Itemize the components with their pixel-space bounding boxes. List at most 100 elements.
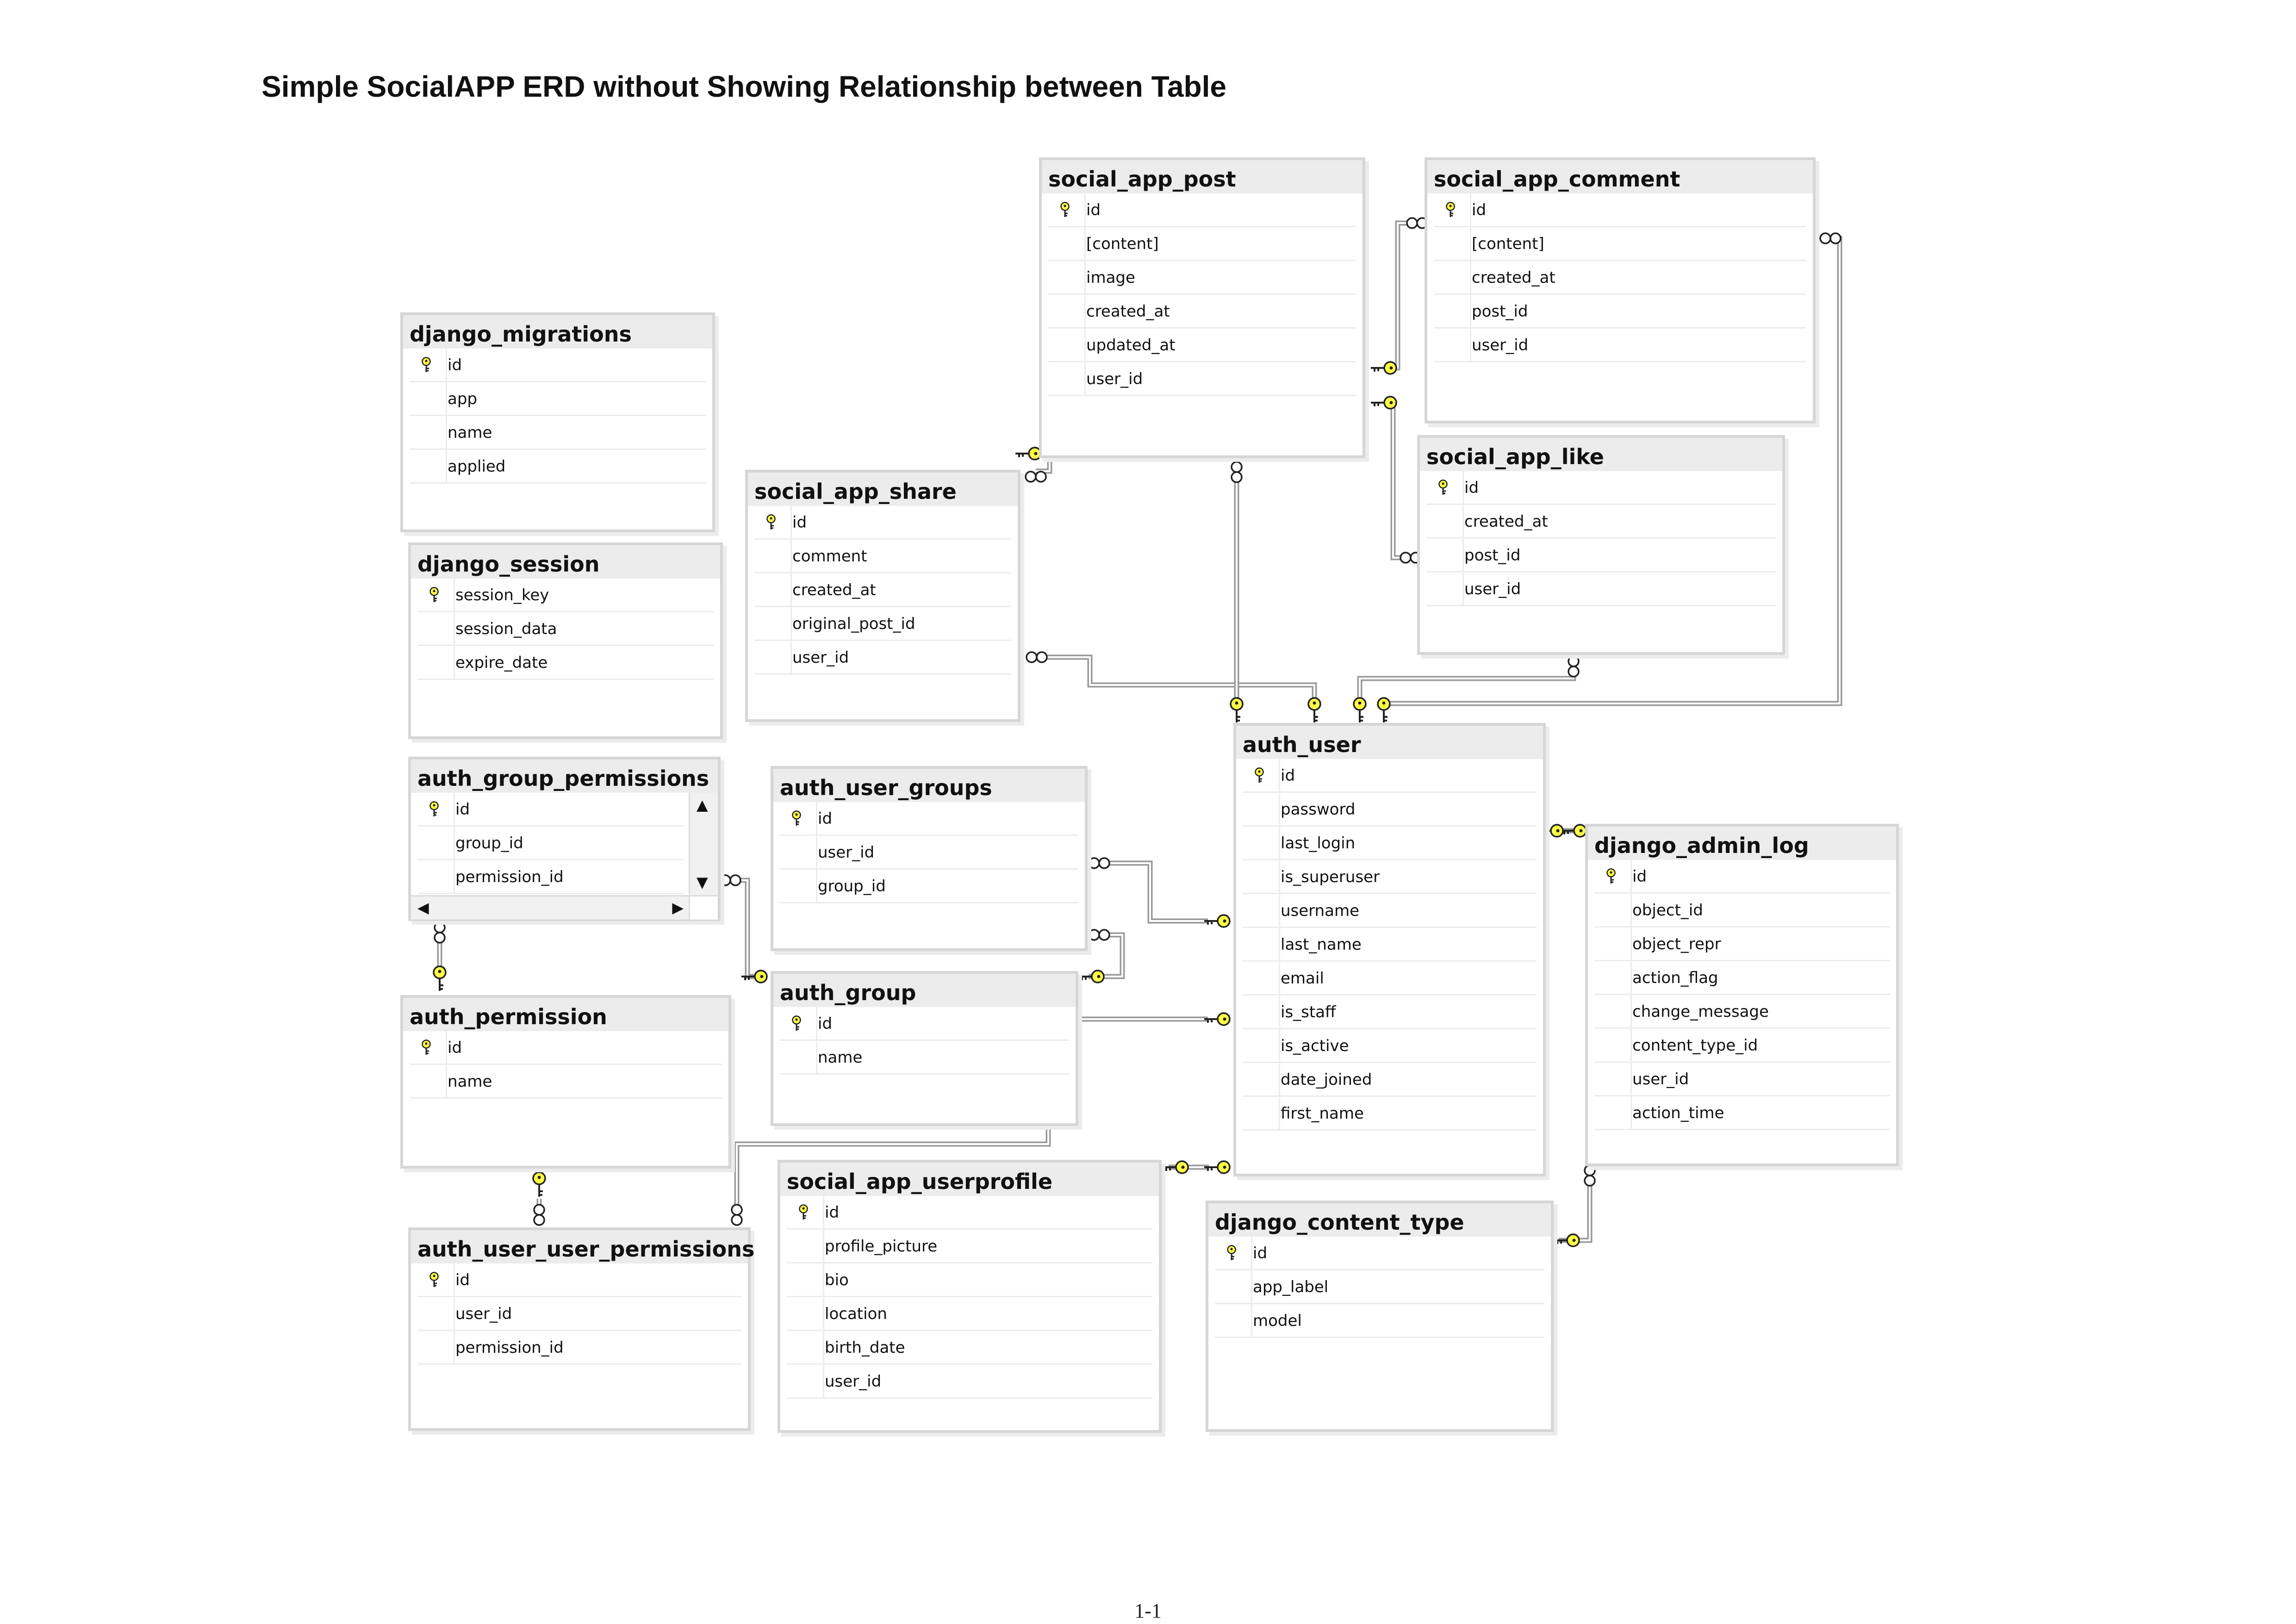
conn-comment-post[interactable]: [1371, 217, 1428, 375]
column-row[interactable]: action_flag: [1594, 961, 1890, 995]
column-row[interactable]: user_id: [1434, 329, 1806, 362]
horizontal-scrollbar[interactable]: ◀▶: [411, 895, 690, 920]
column-row[interactable]: created_at: [754, 573, 1011, 607]
column-row[interactable]: change_message: [1594, 995, 1890, 1029]
column-row[interactable]: image: [1048, 261, 1356, 295]
column-row[interactable]: id: [417, 1263, 741, 1297]
column-row[interactable]: id: [410, 348, 706, 382]
column-row[interactable]: id: [1243, 759, 1537, 793]
column-row[interactable]: profile_picture: [787, 1230, 1152, 1263]
column-row[interactable]: created_at: [1434, 261, 1806, 295]
conn-usergroups-user[interactable]: [1088, 857, 1231, 928]
conn-usergroups-group[interactable]: [1078, 929, 1125, 983]
column-row[interactable]: expire_date: [417, 646, 714, 680]
column-row[interactable]: id: [410, 1031, 722, 1065]
column-row[interactable]: user_id: [1426, 572, 1776, 606]
column-row[interactable]: updated_at: [1048, 329, 1356, 362]
column-row[interactable]: is_active: [1243, 1029, 1537, 1063]
column-row[interactable]: name: [410, 416, 706, 450]
column-row[interactable]: group_id: [417, 827, 684, 860]
column-row[interactable]: model: [1215, 1304, 1544, 1338]
column-row[interactable]: id: [1594, 860, 1890, 894]
column-row[interactable]: user_id: [417, 1297, 741, 1331]
conn-post-user[interactable]: [1230, 461, 1244, 722]
column-row[interactable]: is_superuser: [1243, 860, 1537, 894]
conn-share-user[interactable]: [1026, 651, 1321, 722]
column-row[interactable]: comment: [754, 540, 1011, 573]
conn-profile-user[interactable]: [1163, 1160, 1231, 1174]
scroll-down-icon[interactable]: ▼: [697, 873, 708, 891]
conn-like-post[interactable]: [1371, 396, 1422, 564]
column-row[interactable]: applied: [410, 450, 706, 484]
conn-share-post[interactable]: [1015, 447, 1052, 483]
scroll-left-icon[interactable]: ◀: [417, 899, 429, 916]
column-row[interactable]: original_post_id: [754, 607, 1011, 641]
column-row[interactable]: group_id: [780, 870, 1078, 903]
column-row[interactable]: id: [1426, 471, 1776, 505]
column-row[interactable]: user_id: [780, 836, 1078, 870]
conn-groupperm-perm[interactable]: [433, 921, 447, 991]
column-row[interactable]: id: [417, 793, 684, 827]
column-row[interactable]: birth_date: [787, 1331, 1152, 1365]
column-row[interactable]: user_id: [754, 641, 1011, 675]
column-row[interactable]: post_id: [1426, 539, 1776, 572]
column-row[interactable]: action_time: [1594, 1096, 1890, 1130]
column-row[interactable]: is_staff: [1243, 996, 1537, 1029]
column-row[interactable]: user_id: [1048, 362, 1356, 396]
column-row[interactable]: last_name: [1243, 928, 1537, 962]
column-row[interactable]: last_login: [1243, 827, 1537, 860]
column-row[interactable]: email: [1243, 962, 1537, 996]
conn-adminlog-contenttype[interactable]: [1554, 1164, 1596, 1247]
column-row[interactable]: id: [754, 506, 1011, 540]
column-row[interactable]: object_repr: [1594, 927, 1890, 961]
column-row[interactable]: [content]: [1434, 227, 1806, 261]
column-row[interactable]: permission_id: [417, 1331, 741, 1365]
column-row[interactable]: name: [780, 1041, 1069, 1075]
scroll-right-icon[interactable]: ▶: [672, 899, 684, 916]
column-row[interactable]: id: [1434, 193, 1806, 227]
scroll-up-icon[interactable]: ▲: [697, 796, 708, 814]
column-row[interactable]: location: [787, 1297, 1152, 1331]
column-row[interactable]: session_key: [417, 579, 714, 612]
column-row[interactable]: [content]: [1048, 227, 1356, 261]
column-row[interactable]: post_id: [1434, 295, 1806, 329]
column-row[interactable]: user_id: [1594, 1063, 1890, 1096]
column-row[interactable]: created_at: [1426, 505, 1776, 539]
conn-userperm-perm[interactable]: [532, 1171, 546, 1226]
column-row[interactable]: created_at: [1048, 295, 1356, 329]
column-row[interactable]: permission_id: [417, 860, 684, 894]
column-row[interactable]: date_joined: [1243, 1063, 1537, 1097]
conn-userperm-user[interactable]: [731, 1012, 1231, 1226]
column-row[interactable]: name: [410, 1065, 722, 1099]
column-row[interactable]: user_id: [787, 1365, 1152, 1399]
column-row[interactable]: bio: [787, 1263, 1152, 1297]
column-row[interactable]: id: [787, 1196, 1152, 1230]
column-row[interactable]: id: [1048, 193, 1356, 227]
conn-groupperm-group[interactable]: [719, 874, 768, 983]
column-row[interactable]: id: [780, 802, 1078, 836]
conn-comment-user[interactable]: [1377, 232, 1842, 722]
vertical-scrollbar[interactable]: ▲▼: [689, 793, 718, 895]
column-row[interactable]: object_id: [1594, 894, 1890, 927]
column-row[interactable]: first_name: [1243, 1097, 1537, 1131]
conn-like-user[interactable]: [1353, 655, 1580, 722]
column-row[interactable]: password: [1243, 793, 1537, 827]
column-row[interactable]: username: [1243, 894, 1537, 928]
column-row[interactable]: id: [780, 1007, 1069, 1041]
column-row[interactable]: app: [410, 382, 706, 416]
column-row[interactable]: id: [1215, 1237, 1544, 1270]
